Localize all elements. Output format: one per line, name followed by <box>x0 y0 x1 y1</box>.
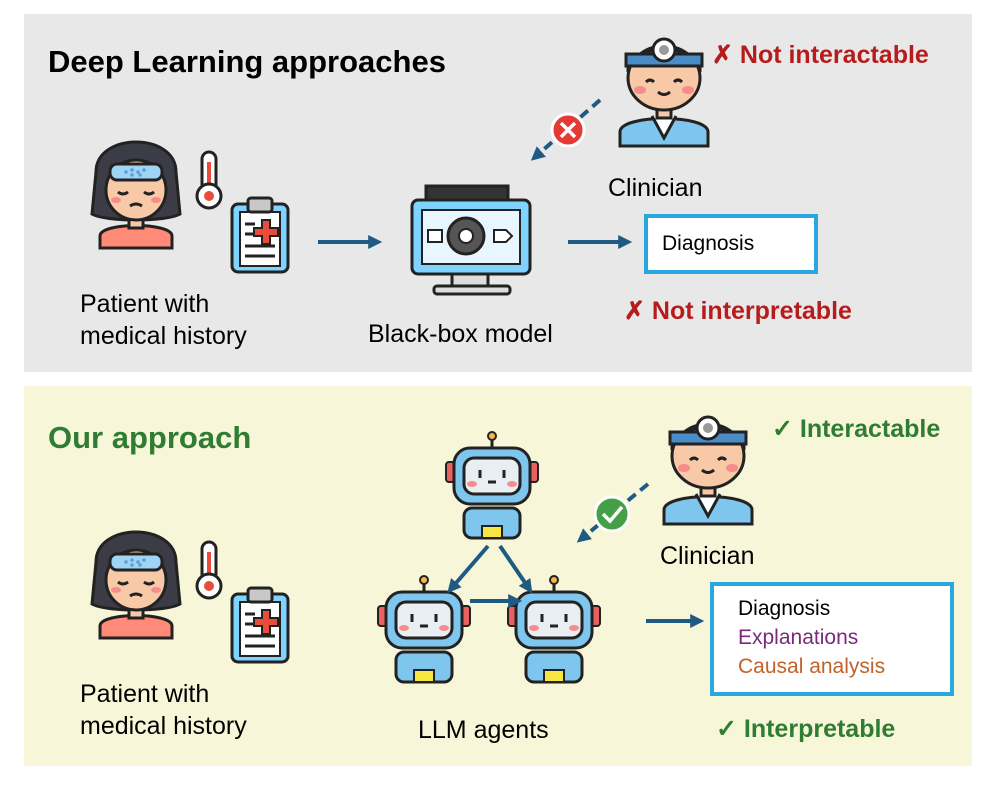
interpretable-label: ✓ Interpretable <box>716 715 896 743</box>
clinician-label: Clinician <box>608 174 703 202</box>
diagnosis-text: Diagnosis <box>738 597 831 620</box>
interactable-label: ✓ Interactable <box>772 415 941 443</box>
multi-output-box: Diagnosis Explanations Causal analysis <box>710 582 954 696</box>
thermometer-icon <box>195 150 223 210</box>
not-interactable-label: ✗ Not interactable <box>712 41 929 69</box>
robot-icon <box>444 430 540 540</box>
causal-analysis-text: Causal analysis <box>738 655 886 678</box>
top-title: Deep Learning approaches <box>48 44 446 79</box>
clinician-label: Clinician <box>660 542 755 570</box>
patient-label-line2: medical history <box>80 712 247 740</box>
clinician-interaction-arrow <box>576 482 650 543</box>
diagnosis-text: Diagnosis <box>662 232 755 255</box>
clipboard-icon <box>230 196 290 274</box>
patient-label-line1: Patient with <box>80 290 210 318</box>
diagnosis-output-box: Diagnosis <box>644 214 818 274</box>
x-badge-icon <box>550 112 586 148</box>
bottom-title: Our approach <box>48 420 252 455</box>
robot-icon <box>506 574 602 684</box>
not-interpretable-label: ✗ Not interpretable <box>624 297 852 325</box>
computer-gear-icon <box>410 184 532 296</box>
clipboard-icon <box>230 586 290 664</box>
thermometer-icon <box>195 540 223 600</box>
clinician-feedback-arrow <box>530 98 602 161</box>
patient-icon <box>90 140 182 250</box>
model-label: Black-box model <box>368 320 553 348</box>
patient-label-line1: Patient with <box>80 680 210 708</box>
agent-links <box>447 544 533 608</box>
robot-icon <box>376 574 472 684</box>
patient-icon <box>90 530 182 640</box>
clinician-icon <box>618 37 710 148</box>
check-badge-icon <box>593 495 631 533</box>
explanations-text: Explanations <box>738 626 859 649</box>
clinician-icon <box>662 415 754 526</box>
patient-label-line2: medical history <box>80 322 247 350</box>
agents-label: LLM agents <box>418 716 549 744</box>
